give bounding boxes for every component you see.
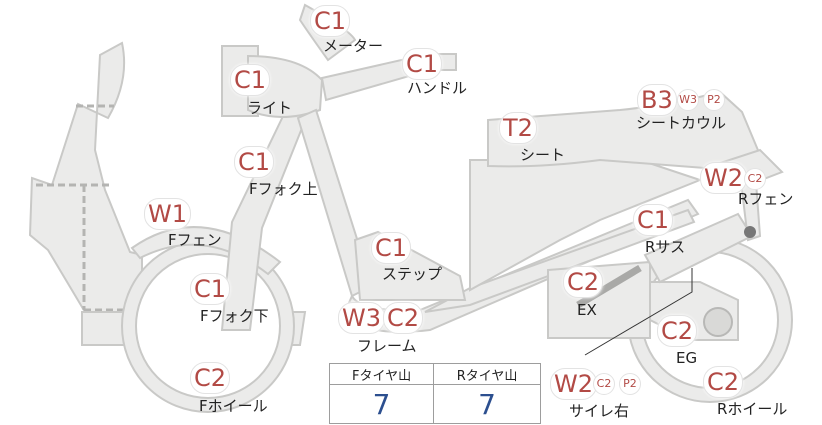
silencer-code-1[interactable]: W2	[550, 368, 597, 400]
rear-hub-shape	[703, 307, 733, 337]
silencer-code-2[interactable]: C2	[593, 373, 615, 395]
seat-code[interactable]: T2	[499, 112, 537, 144]
exhaust-pipe-shape	[576, 264, 642, 309]
seat-cowl-label: シートカウル	[636, 114, 727, 132]
tire-tread-table: Fタイヤ山 Rタイヤ山 7 7	[328, 363, 541, 424]
step-code[interactable]: C1	[371, 232, 412, 264]
front-tread-value: 7	[328, 384, 435, 424]
fork-upper-code[interactable]: C1	[234, 146, 275, 178]
fork-upper-label: Fフォク上	[249, 180, 318, 198]
silencer-label: サイレ右	[569, 402, 630, 420]
handle-label: ハンドル	[407, 79, 468, 97]
suspension-bolt	[744, 226, 756, 238]
front-wheel-code[interactable]: C2	[190, 362, 231, 394]
handle-code[interactable]: C1	[402, 48, 443, 80]
frame-code-1[interactable]: W3	[338, 302, 385, 334]
front-fender-label: Fフェン	[168, 231, 222, 249]
step-label: ステップ	[382, 265, 443, 283]
rear-fender-label: Rフェン	[738, 190, 794, 208]
seat-cowl-code-3[interactable]: P2	[703, 89, 725, 111]
rear-tread-value: 7	[433, 384, 541, 424]
light-label: ライト	[247, 99, 293, 117]
seat-cowl-code-1[interactable]: B3	[637, 84, 677, 116]
fork-lower-code[interactable]: C1	[190, 273, 231, 305]
rear-fender-code-1[interactable]: W2	[700, 162, 747, 194]
rear-tread-header: Rタイヤ山	[433, 363, 541, 385]
engine-label: EG	[676, 349, 698, 367]
meter-label: メーター	[323, 37, 384, 55]
meter-code[interactable]: C1	[310, 5, 351, 37]
rear-wheel-code[interactable]: C2	[703, 366, 744, 398]
silencer-leader-line	[584, 268, 693, 356]
rear-suspension-label: Rサス	[645, 238, 686, 256]
rear-suspension-code[interactable]: C1	[633, 204, 674, 236]
frame-code-2[interactable]: C2	[383, 302, 424, 334]
exhaust-code[interactable]: C2	[563, 266, 604, 298]
front-tread-header: Fタイヤ山	[328, 363, 435, 385]
seat-label: シート	[520, 146, 566, 164]
exhaust-label: EX	[577, 301, 597, 319]
frame-label: フレーム	[357, 337, 417, 355]
seat-cowl-code-2[interactable]: W3	[677, 89, 699, 111]
silencer-code-3[interactable]: P2	[619, 373, 641, 395]
fork-lower-label: Fフォク下	[200, 307, 269, 325]
front-wheel-label: Fホイール	[199, 397, 268, 415]
engine-code[interactable]: C2	[657, 315, 698, 347]
rear-fender-code-2[interactable]: C2	[744, 168, 766, 190]
light-code[interactable]: C1	[230, 64, 271, 96]
front-fender-code[interactable]: W1	[144, 198, 191, 230]
rear-wheel-label: Rホイール	[717, 400, 788, 418]
